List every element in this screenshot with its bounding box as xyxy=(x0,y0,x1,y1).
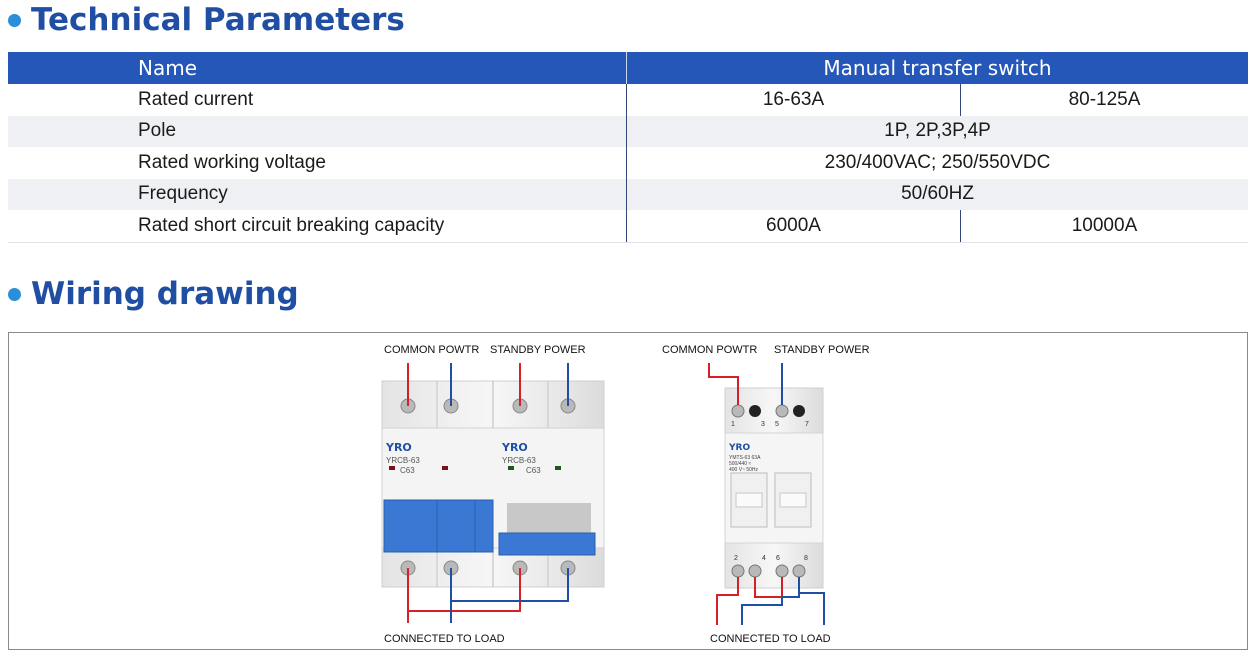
left-brand-label-b: YRO xyxy=(501,441,528,454)
row-label: Frequency xyxy=(8,178,627,210)
left-wires xyxy=(407,363,569,623)
right-brand-label: YRO xyxy=(728,443,750,453)
row-value-left: 6000A xyxy=(626,210,961,243)
terminal-label: 6 xyxy=(776,555,780,562)
row-value-right: 80-125A xyxy=(1068,88,1141,110)
row-value: 230/400VAC; 250/550VDC xyxy=(824,151,1051,173)
table-row: Frequency 50/60HZ xyxy=(8,178,1248,210)
right-connected-to-load-label: CONNECTED TO LOAD xyxy=(710,633,831,645)
left-common-power-label: COMMON POWTR xyxy=(384,344,479,356)
row-value: 50/60HZ xyxy=(626,178,1248,210)
terminal-label: 1 xyxy=(731,421,735,428)
right-common-power-label: COMMON POWTR xyxy=(662,344,757,356)
right-standby-power-label: STANDBY POWER xyxy=(774,344,870,356)
technical-parameters-title: Technical Parameters xyxy=(31,2,405,38)
row-value-left: 16-63A xyxy=(626,84,961,116)
row-label: Rated working voltage xyxy=(8,147,627,179)
left-model-label-a: YRCB-63 xyxy=(386,456,420,465)
table-row: Pole 1P, 2P,3P,4P xyxy=(8,115,1248,147)
terminal-label: 7 xyxy=(805,421,809,428)
row-value-right: 10000A xyxy=(960,210,1248,243)
table-row: Rated short circuit breaking capacity 60… xyxy=(8,210,1248,243)
row-label: Rated current xyxy=(8,84,627,116)
terminal-label: 4 xyxy=(762,555,766,562)
table-row: Rated working voltage 230/400VAC; 250/55… xyxy=(8,147,1248,179)
right-spec-label-1: 500/440 ≈ xyxy=(729,461,751,467)
right-spec-label-2: 400 V~ 50Hz xyxy=(729,467,759,473)
terminal-label: 3 xyxy=(761,421,765,428)
right-wires xyxy=(708,363,825,625)
left-brand-label-a: YRO xyxy=(385,441,412,454)
header-name: Name xyxy=(8,52,627,84)
bullet-icon xyxy=(8,13,21,27)
wiring-diagram: COMMON POWTR STANDBY POWER YRO YRCB-63 Y… xyxy=(381,344,870,645)
terminal-label: 8 xyxy=(804,555,808,562)
row-value: 1P, 2P,3P,4P xyxy=(626,115,1248,147)
table-header-row: Name Manual transfer switch xyxy=(8,52,1248,84)
right-model-label: YMTS-63 63A xyxy=(729,455,761,461)
technical-parameters-heading: Technical Parameters xyxy=(8,2,405,38)
terminal-label: 2 xyxy=(734,555,738,562)
left-rating-label-b: C63 xyxy=(526,466,541,475)
left-breaker-device: YRO YRCB-63 YRO YRCB-63 C63 C63 xyxy=(381,380,605,588)
row-label: Rated short circuit breaking capacity xyxy=(8,210,627,243)
left-model-label-b: YRCB-63 xyxy=(502,456,536,465)
row-label: Pole xyxy=(8,115,627,147)
header-manual-transfer-switch: Manual transfer switch xyxy=(626,52,1248,84)
table-row: Rated current 16-63A 80-125A xyxy=(8,84,1248,116)
right-transfer-switch-device: 1 3 5 7 YRO YMTS-63 63A 500/440 ≈ 400 V~… xyxy=(724,387,824,589)
wiring-drawing-title: Wiring drawing xyxy=(31,276,299,312)
left-connected-to-load-label: CONNECTED TO LOAD xyxy=(384,633,505,645)
terminal-label: 5 xyxy=(775,421,779,428)
wiring-diagram-panel: COMMON POWTR STANDBY POWER YRO YRCB-63 Y… xyxy=(8,332,1248,650)
left-rating-label-a: C63 xyxy=(400,466,415,475)
bullet-icon xyxy=(8,287,21,301)
wiring-drawing-heading: Wiring drawing xyxy=(8,276,299,312)
left-standby-power-label: STANDBY POWER xyxy=(490,344,586,356)
technical-parameters-table: Name Manual transfer switch Rated curren… xyxy=(8,52,1248,243)
